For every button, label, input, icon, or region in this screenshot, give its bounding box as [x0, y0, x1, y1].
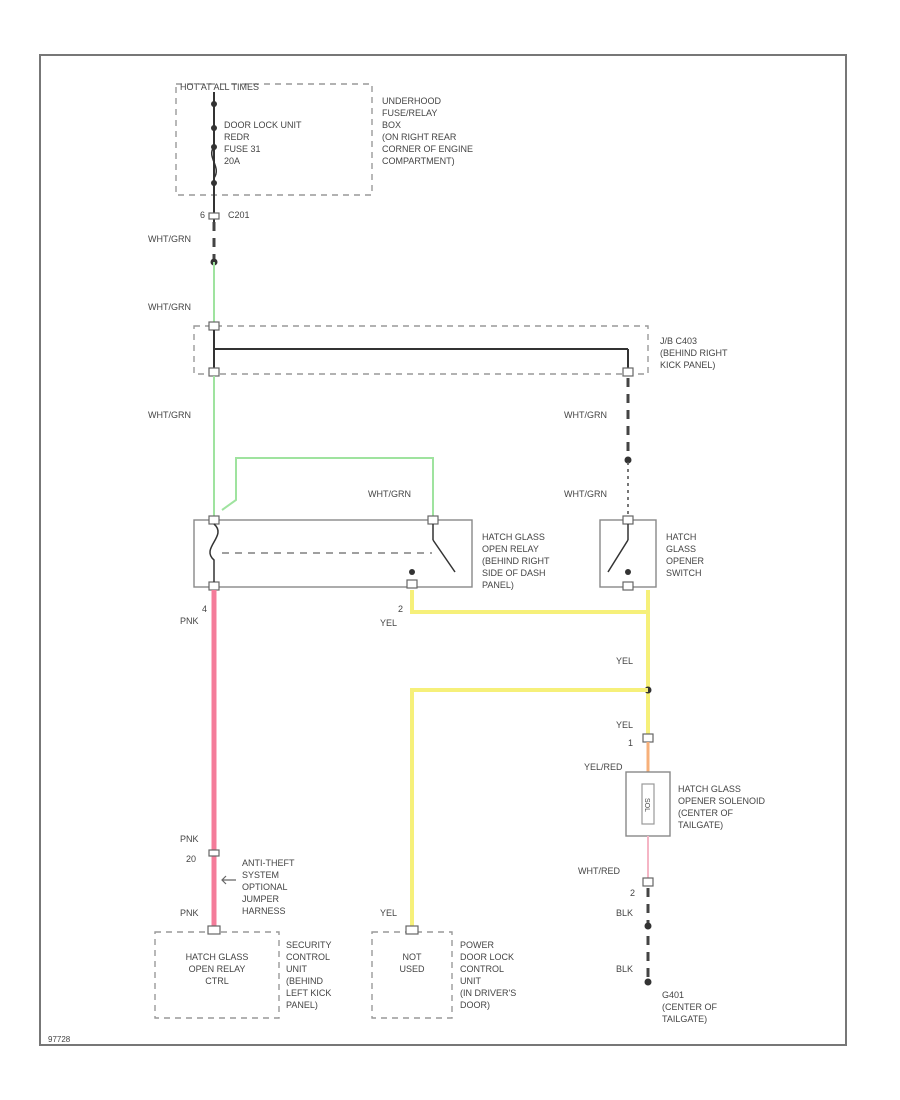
- wire-color-label: PNK: [180, 834, 199, 844]
- jb-connector-top: [208, 321, 220, 331]
- connector-label: C201: [228, 210, 250, 220]
- wire-color-label: BLK: [616, 964, 633, 974]
- fuse-symbol: [211, 146, 217, 179]
- solenoid-coil: [641, 783, 655, 825]
- pin-label: 4: [202, 604, 207, 614]
- relay-pin: [208, 581, 220, 591]
- ground-connector: [642, 877, 654, 887]
- power-door-lock-control-unit: [371, 931, 453, 1019]
- wire-color-label: WHT/GRN: [564, 489, 607, 499]
- security-connector: [207, 925, 221, 935]
- jb-connector-bottom-left: [208, 367, 220, 377]
- wire-color-label: YEL: [616, 720, 633, 730]
- pin-label: 1: [628, 738, 633, 748]
- antitheft-arrow: [221, 875, 236, 885]
- underhood-fuse-box: [175, 83, 373, 196]
- jb-connector-bottom-right: [622, 367, 634, 377]
- splice-node: [624, 456, 632, 464]
- relay-pin: [427, 515, 439, 525]
- wire-color-label: WHT/RED: [578, 866, 620, 876]
- security-control-unit: [154, 931, 280, 1019]
- pin-label: 20: [186, 854, 196, 864]
- solenoid-inner-label: SOL: [643, 798, 650, 812]
- yel-wire-to-door-unit: [410, 688, 648, 930]
- switch-pin: [622, 515, 634, 525]
- pin-label: 6: [200, 210, 205, 220]
- fuse-node: [211, 125, 217, 131]
- wire-color-label: PNK: [180, 616, 199, 626]
- relay-pin: [406, 579, 418, 589]
- wire-color-label: WHT/GRN: [368, 489, 411, 499]
- wire-color-label: WHT/GRN: [564, 410, 607, 420]
- wire-color-label: YEL/RED: [584, 762, 623, 772]
- diagram-frame: [39, 54, 847, 1046]
- wire-color-label: WHT/GRN: [148, 302, 191, 312]
- junction-box: [193, 325, 649, 375]
- wire-color-label: BLK: [616, 908, 633, 918]
- fuse-node: [211, 101, 217, 107]
- figure-id: 97728: [48, 1035, 71, 1044]
- fuse-node: [211, 180, 217, 186]
- door-unit-connector: [405, 925, 419, 935]
- hot-at-all-times-label: HOT AT ALL TIMES: [180, 82, 259, 92]
- relay-contact-blade: [432, 539, 456, 573]
- wht-grn-wire-loop: [221, 457, 434, 518]
- switch-blade: [607, 539, 629, 573]
- yel-wire-relay-switch: [410, 590, 648, 614]
- wire-color-label: PNK: [180, 908, 199, 918]
- pin-label: 2: [398, 604, 403, 614]
- wire-color-label: YEL: [380, 618, 397, 628]
- wire-color-label: YEL: [380, 908, 397, 918]
- wire-color-label: WHT/GRN: [148, 234, 191, 244]
- hatch-glass-open-relay: [193, 519, 473, 588]
- c201-connector: [208, 212, 220, 220]
- relay-coil: [209, 523, 219, 582]
- splice-node: [644, 922, 652, 930]
- solenoid-connector-top: [642, 733, 654, 743]
- wire-color-label: YEL: [616, 656, 633, 666]
- wire-color-label: WHT/GRN: [148, 410, 191, 420]
- switch-pin: [622, 581, 634, 591]
- pin-label: 2: [630, 888, 635, 898]
- relay-contact-node: [409, 569, 415, 575]
- relay-pin: [208, 515, 220, 525]
- switch-contact: [625, 569, 631, 575]
- ground-node: [644, 978, 652, 986]
- antitheft-connector: [208, 849, 220, 857]
